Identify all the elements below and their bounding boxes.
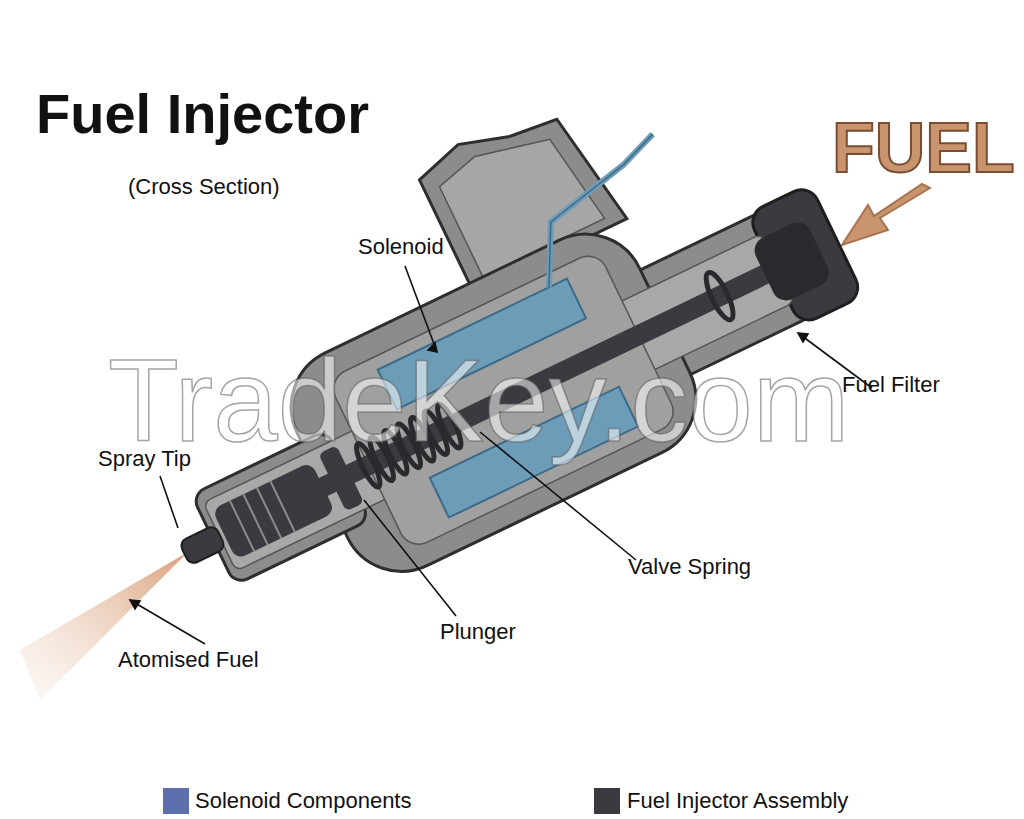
fuel-inlet-label: FUEL xyxy=(832,108,1015,189)
fuel-arrow xyxy=(842,184,930,245)
part-label: Fuel Filter xyxy=(842,372,940,397)
part-label: Plunger xyxy=(440,619,516,644)
watermark: TradeKey.com xyxy=(108,335,849,468)
subtitle: (Cross Section) xyxy=(128,174,280,199)
diagram-title: Fuel Injector xyxy=(36,82,369,146)
legend-swatch xyxy=(163,788,189,814)
part-label: Solenoid xyxy=(358,234,444,259)
legend-text: Fuel Injector Assembly xyxy=(627,788,848,813)
part-label: Valve Spring xyxy=(628,554,751,579)
legend-text: Solenoid Components xyxy=(195,788,411,813)
legend-swatch xyxy=(594,788,620,814)
fuel-spray xyxy=(20,552,188,700)
part-label: Atomised Fuel xyxy=(118,647,259,672)
